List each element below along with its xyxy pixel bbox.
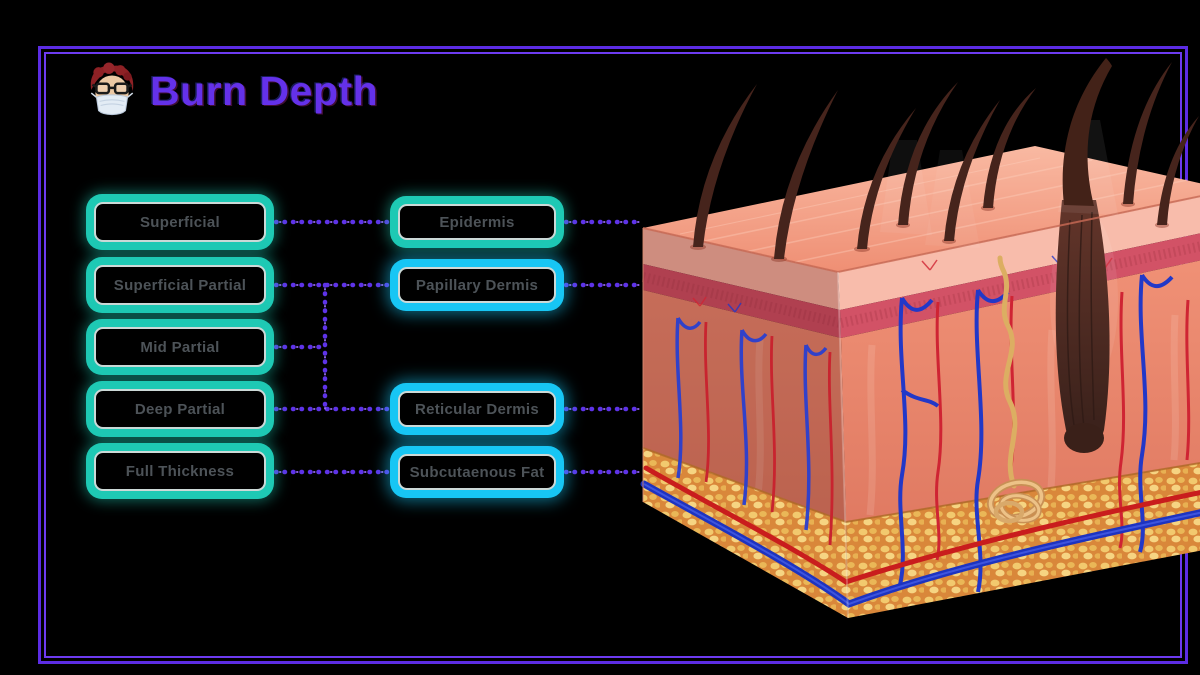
skin-layer-epidermis: Epidermis [390, 196, 564, 248]
burn-level-superficial-partial: Superficial Partial [86, 257, 274, 313]
header: Burn Depth [86, 62, 378, 120]
papillary-dermis-layer [643, 264, 841, 338]
sweat-gland [987, 255, 1045, 524]
skin-layer-label: Subcutaenous Fat [409, 463, 545, 481]
vein [898, 273, 1174, 593]
skin-layer-label: Papillary Dermis [415, 276, 539, 294]
skin-layer-papillary-dermis: Papillary Dermis [390, 259, 564, 311]
skin-layer-subcutaneous-fat: Subcutaenous Fat [390, 446, 564, 498]
vein [675, 317, 828, 531]
burn-level-full-thickness: Full Thickness [86, 443, 274, 499]
skin-layer-label: Reticular Dermis [414, 400, 540, 418]
health-worker-avatar-icon [90, 62, 134, 116]
hair [693, 62, 1199, 259]
glasses-icon [91, 82, 133, 95]
burn-level-mid-partial: Mid Partial [86, 319, 274, 375]
hair [1062, 58, 1112, 206]
epidermis-layer [838, 196, 1200, 310]
burn-level-label: Superficial Partial [113, 276, 247, 294]
epidermis-layer [643, 228, 840, 310]
artery [704, 321, 834, 546]
page-title: Burn Depth [150, 67, 379, 114]
burn-level-label: Deep Partial [134, 400, 226, 418]
burn-level-label: Full Thickness [125, 462, 235, 480]
reticular-dermis-layer [841, 260, 1200, 522]
skin-layer-reticular-dermis: Reticular Dermis [390, 383, 564, 435]
burn-level-deep-partial: Deep Partial [86, 381, 274, 437]
burn-level-superficial: Superficial [86, 194, 274, 250]
subcutaneous-fat-layer [643, 448, 848, 618]
artery [643, 465, 1200, 585]
burn-level-label: Superficial [140, 213, 220, 231]
follicle-bulb [1064, 423, 1104, 453]
skin-cross-section-illustration [640, 58, 1200, 619]
burn-level-label: Mid Partial [140, 338, 220, 356]
skin-layer-label: Epidermis [439, 213, 515, 231]
papillary-dermis-layer [840, 233, 1200, 338]
